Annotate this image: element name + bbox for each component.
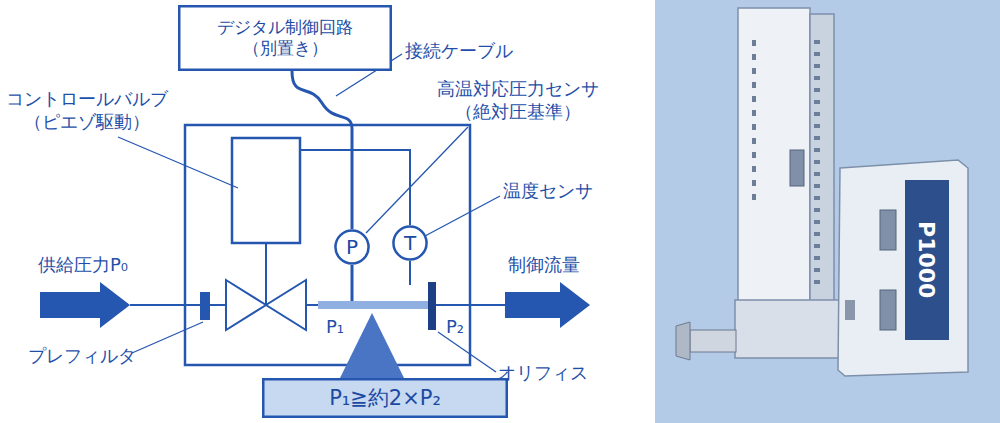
valve-stem [265, 243, 267, 305]
housing [185, 125, 470, 365]
fitting [690, 330, 736, 352]
piezo-actuator [232, 138, 300, 243]
device-side [810, 14, 834, 308]
control-circuit-box: デジタル制御回路 （別置き） [178, 5, 392, 71]
part-label: オリフィス [498, 362, 588, 385]
node-outline [179, 6, 391, 70]
part-label: プレフィルタ [28, 345, 136, 368]
connecting-cable [292, 71, 352, 229]
flow-label: 制御流量 [508, 254, 580, 277]
fitting-nut [676, 322, 690, 360]
part-label: コントロールバルブ （ピエゾ駆動） [2, 88, 172, 133]
leader-lines [118, 54, 500, 372]
connector [880, 290, 896, 330]
pressure-label: P₂ [446, 316, 464, 339]
pipe [130, 304, 505, 306]
logo-plate [905, 180, 949, 340]
pointer-triangle [340, 313, 404, 378]
signal-wire [300, 150, 410, 225]
part-label: 高温対応圧力センサ （絶対圧基準） [430, 78, 605, 123]
valve-symbol [226, 280, 266, 330]
product-logo: P1000 [913, 221, 941, 298]
device-front [738, 8, 810, 308]
connector [790, 150, 804, 186]
photo-ground [655, 0, 1000, 423]
node-text: P [346, 235, 358, 260]
node-text: T [404, 231, 416, 256]
vent-slots [752, 40, 820, 284]
part-label: 接続ケーブル [405, 40, 513, 63]
pressure-sensor: P [334, 229, 370, 265]
sensor-port [351, 265, 354, 301]
mount [845, 300, 855, 320]
sensor-port [409, 261, 411, 285]
flow-label: 供給圧力P₀ [38, 254, 128, 277]
connector [880, 210, 896, 250]
product-photo [655, 0, 1000, 423]
p1-volume [318, 301, 428, 309]
orifice-symbol [428, 282, 436, 330]
device-small [838, 160, 968, 376]
inflow-arrow [40, 282, 130, 328]
valve-symbol [266, 280, 306, 330]
condition-band: P₁≧約2×P₂ [262, 378, 508, 418]
node-outline [335, 230, 368, 263]
node-text: デジタル制御回路 （別置き） [210, 17, 360, 60]
prefilter-symbol [200, 292, 210, 320]
node-outline [393, 226, 426, 259]
node-text: P₁≧約2×P₂ [329, 385, 441, 411]
node-outline [263, 379, 507, 417]
pressure-label: P₁ [326, 316, 344, 339]
part-label: 温度センサ [503, 180, 593, 203]
outflow-arrow [505, 282, 590, 328]
temperature-sensor: T [392, 225, 428, 261]
device-base [735, 300, 845, 358]
